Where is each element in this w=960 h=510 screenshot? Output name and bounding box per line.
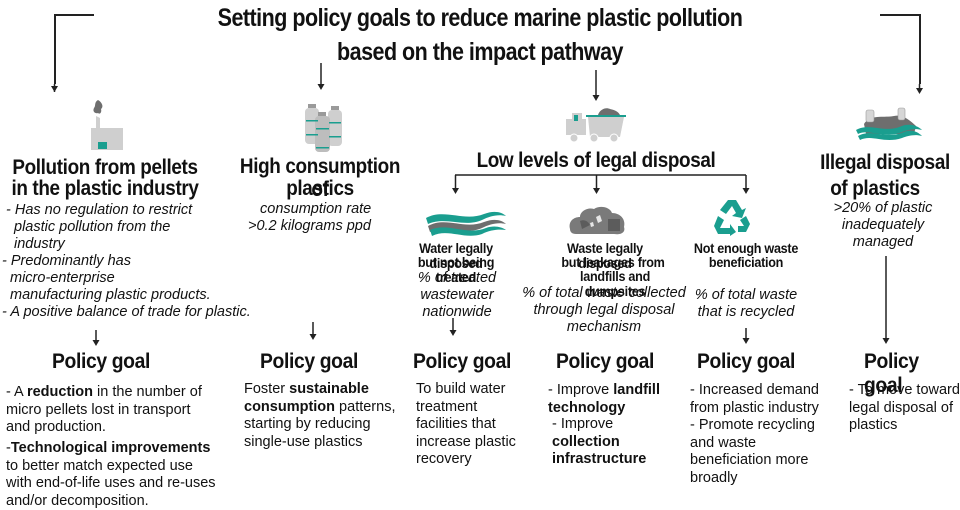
pellets-policy-goal-label: Policy goal <box>52 350 150 374</box>
goal-text: - A <box>6 384 27 400</box>
goal-text: Foster <box>244 381 289 397</box>
legal-disposal-heading: Low levels of legal disposal <box>461 149 731 172</box>
illegal-detail-2: inadequately <box>808 217 958 234</box>
landfill-policy-goal-item-2: - Improve collection infrastructure <box>552 416 672 469</box>
consumption-policy-goal-label: Policy goal <box>260 350 358 374</box>
illegal-detail-1: >20% of plastic <box>808 200 958 217</box>
recycle-icon <box>712 196 752 236</box>
goal-bold: Technological improvements <box>11 440 211 456</box>
water-detail-3: nationwide <box>412 304 502 321</box>
garbage-truck-icon <box>564 107 630 143</box>
pellets-detail-3: industry <box>14 236 65 253</box>
pellets-heading-line2: in the plastic industry <box>11 177 200 200</box>
recycle-detail-2: that is recycled <box>688 304 804 321</box>
goal-bold: collection infrastructure <box>552 434 646 468</box>
recycle-policy-goal-item-2: - Promote recycling and waste beneficiat… <box>690 417 826 487</box>
consumption-heading-line2: plastics <box>230 177 410 200</box>
landfill-detail-3: mechanism <box>516 319 692 336</box>
plastic-bottles-icon <box>302 102 348 152</box>
pellets-detail-1: - Has no regulation to restrict <box>6 202 192 219</box>
recycle-policy-goal-item-1: - Increased demand from plastic industry <box>690 382 830 417</box>
goal-bold: reduction <box>27 384 93 400</box>
recycle-subheading-line2: beneficiation <box>690 255 802 270</box>
pellets-detail-7: - A positive balance of trade for plasti… <box>2 304 251 321</box>
landfill-detail-2: through legal disposal <box>516 302 692 319</box>
goal-text: - Improve <box>548 382 613 398</box>
water-policy-goal-item-1: To build water treatment facilities that… <box>416 381 528 469</box>
factory-icon <box>88 98 126 152</box>
goal-text: - Improve <box>552 416 613 432</box>
water-policy-goal-label: Policy goal <box>413 350 511 374</box>
illegal-dumping-waves-icon <box>854 104 924 144</box>
pellets-detail-2: plastic pollution from the <box>14 219 170 236</box>
recycle-detail-1: % of total waste <box>688 287 804 304</box>
illegal-heading-line1: Illegal disposal <box>809 151 960 174</box>
pellets-detail-5: micro-enterprise <box>10 270 115 287</box>
pellets-detail-6: manufacturing plastic products. <box>10 287 211 304</box>
consumption-detail-1: consumption rate <box>260 201 371 218</box>
recycle-policy-goal-label: Policy goal <box>697 350 795 374</box>
landfill-icon <box>566 203 628 237</box>
illegal-heading-line2: of plastics <box>799 177 952 200</box>
illegal-policy-goal-item-1: - To move toward legal disposal of plast… <box>849 382 960 435</box>
consumption-detail-2: >0.2 kilograms ppd <box>248 218 371 235</box>
water-detail-1: % of treated <box>412 270 502 287</box>
landfill-policy-goal-label: Policy goal <box>556 350 654 374</box>
goal-text: to better match expected use with end-of… <box>6 458 216 509</box>
landfill-policy-goal-item-1: - Improve landfill technology <box>548 382 668 417</box>
pellets-detail-4: - Predominantly has <box>2 253 131 270</box>
pellets-policy-goal-item-2: -Technological improvements to better ma… <box>6 440 221 510</box>
pellets-heading-line1: Pollution from pellets <box>11 156 200 179</box>
water-waves-icon <box>424 208 508 238</box>
water-detail-2: wastewater <box>412 287 502 304</box>
landfill-detail-1: % of total waste collected <box>516 285 692 302</box>
illegal-detail-3: managed <box>808 234 958 251</box>
pellets-policy-goal-item-1: - A reduction in the number of micro pel… <box>6 384 216 437</box>
consumption-policy-goal-item-1: Foster sustainable consumption patterns,… <box>244 381 404 451</box>
